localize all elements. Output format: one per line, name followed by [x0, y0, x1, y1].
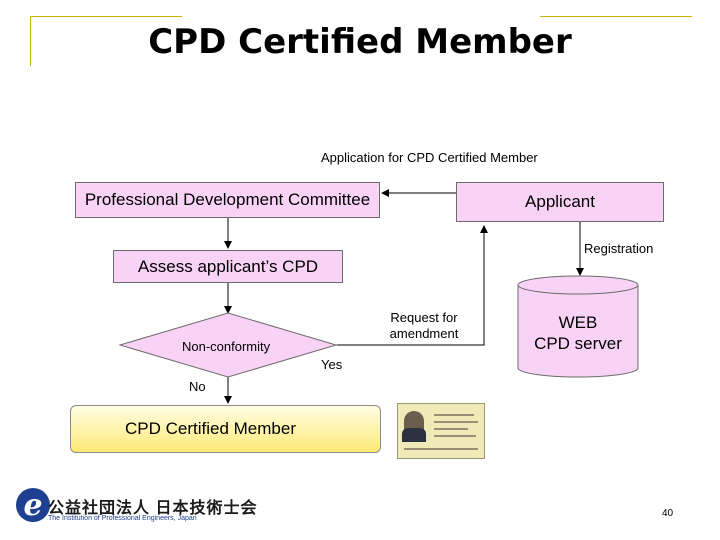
- registration-label: Registration: [584, 241, 654, 256]
- ipej-logo-icon: e: [16, 488, 50, 523]
- server-label-line1: WEB: [558, 313, 598, 332]
- member-card-image: [397, 403, 485, 459]
- certified-member-box: CPD Certified Member: [70, 405, 381, 453]
- yes-label: Yes: [321, 357, 343, 372]
- page-number: 40: [662, 508, 674, 519]
- committee-box: Professional Development Committee: [75, 182, 380, 218]
- request-label-line1: Request for: [390, 310, 458, 325]
- title-rule-vertical: [30, 16, 31, 66]
- arrow-decision-to-applicant: [336, 225, 488, 346]
- application-label: Application for CPD Certified Member: [321, 150, 538, 165]
- page-title: CPD Certified Member: [148, 22, 572, 62]
- request-label-line2: amendment: [389, 326, 459, 341]
- request-label: Request for amendment: [386, 310, 462, 342]
- server-label: WEB CPD server: [518, 312, 638, 354]
- card-line: [404, 448, 478, 450]
- card-line: [434, 428, 468, 430]
- card-line: [434, 435, 476, 437]
- server-label-line2: CPD server: [534, 334, 622, 353]
- title-rule-right: [540, 16, 692, 17]
- decision-diamond: [118, 312, 338, 378]
- card-line: [434, 414, 474, 416]
- org-name-en: The Institution of Professional Engineer…: [48, 515, 197, 522]
- title-rule-left: [30, 16, 182, 17]
- applicant-box: Applicant: [456, 182, 664, 222]
- org-name-jp: 公益社団法人 日本技術士会: [48, 500, 258, 517]
- decision-label: Non-conformity: [182, 339, 271, 354]
- assess-box: Assess applicant’s CPD: [113, 250, 343, 283]
- server-cylinder: [517, 275, 639, 378]
- card-photo-body: [402, 428, 426, 442]
- no-label: No: [189, 379, 206, 394]
- card-line: [434, 421, 478, 423]
